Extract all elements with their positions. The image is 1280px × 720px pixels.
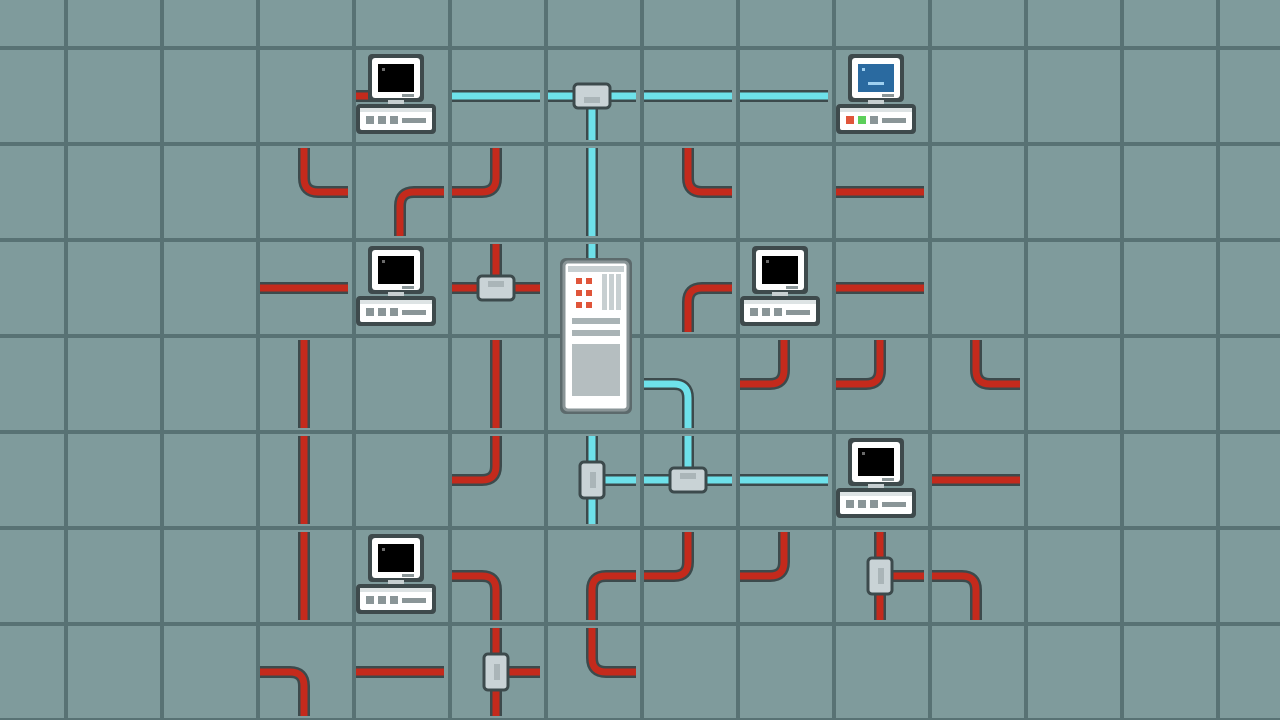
cable-junction-icon[interactable]: [482, 652, 510, 692]
cable-segment[interactable]: [452, 436, 502, 486]
cable-segment[interactable]: [394, 186, 444, 236]
cable-junction-icon[interactable]: [476, 274, 516, 302]
desktop-computer-icon[interactable]: [356, 534, 436, 614]
cable-segment[interactable]: [260, 666, 310, 716]
cable-segment[interactable]: [452, 148, 502, 198]
server-tower-icon: [560, 258, 632, 414]
cable-segment[interactable]: [452, 570, 502, 620]
cable-segment[interactable]: [740, 532, 790, 582]
desktop-computer-icon[interactable]: [740, 246, 820, 326]
cable-junction-icon[interactable]: [866, 556, 894, 596]
cable-segment[interactable]: [740, 340, 790, 390]
desktop-computer-icon[interactable]: [356, 246, 436, 326]
desktop-computer-icon[interactable]: [356, 54, 436, 134]
cable-segment[interactable]: [586, 628, 636, 678]
cable-segment[interactable]: [970, 340, 1020, 390]
cable-segment[interactable]: [682, 148, 732, 198]
cable-junction-icon[interactable]: [578, 460, 606, 500]
cable-segment[interactable]: [682, 282, 732, 332]
desktop-computer-icon[interactable]: [836, 54, 916, 134]
cable-segment[interactable]: [298, 148, 348, 198]
desktop-computer-icon[interactable]: [836, 438, 916, 518]
cable-junction-icon[interactable]: [572, 82, 612, 110]
cable-junction-icon[interactable]: [668, 466, 708, 494]
cable-segment[interactable]: [586, 570, 636, 620]
cable-segment[interactable]: [836, 340, 886, 390]
cable-segment[interactable]: [932, 570, 982, 620]
cable-segment[interactable]: [644, 532, 694, 582]
cable-segment[interactable]: [644, 378, 694, 428]
